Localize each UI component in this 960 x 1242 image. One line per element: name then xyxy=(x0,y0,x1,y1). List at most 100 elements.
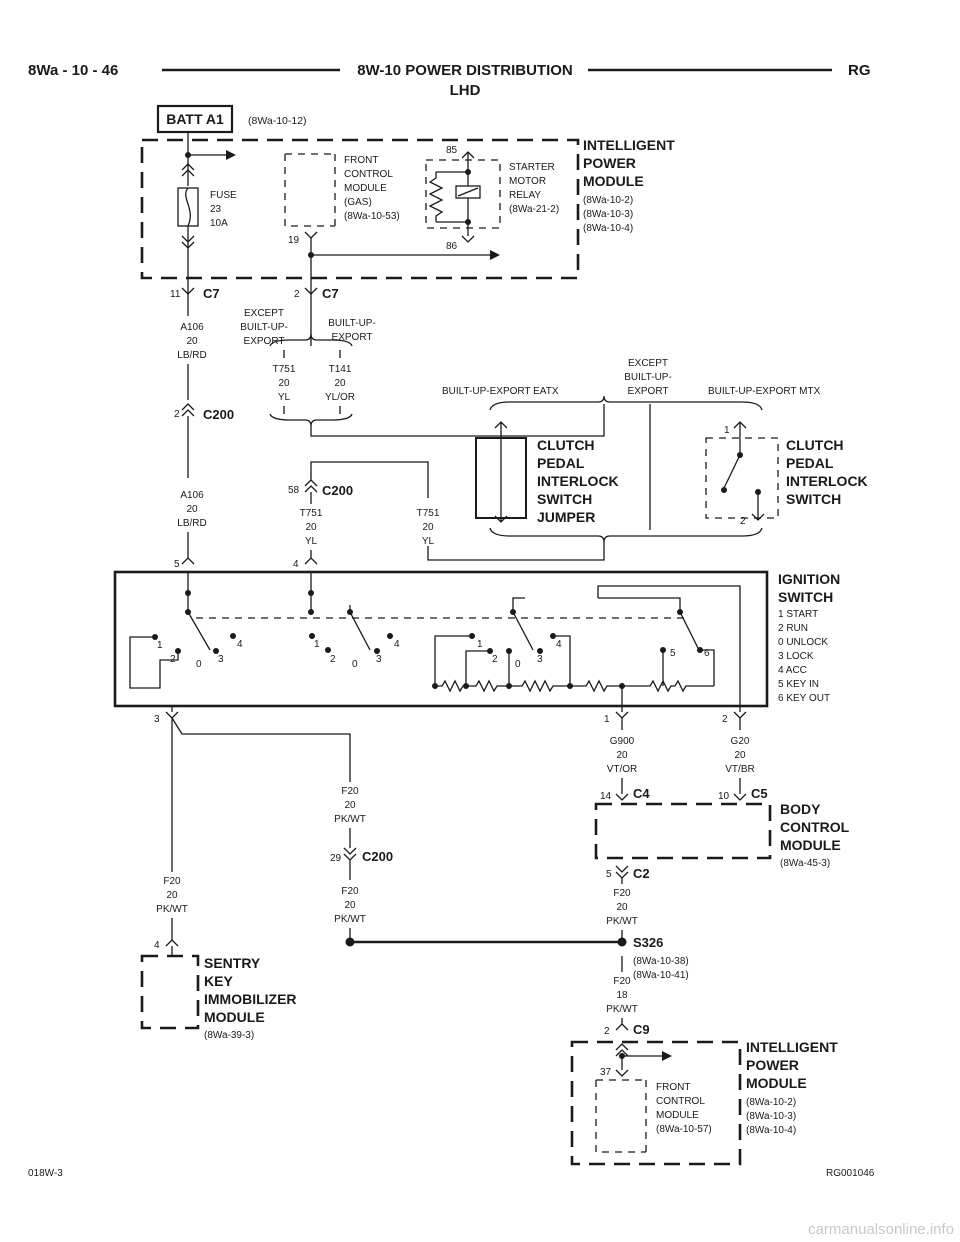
ign-pos-6: 6 xyxy=(704,648,710,659)
wire-f20-e-color: PK/WT xyxy=(606,1004,638,1015)
ign-legend-unlock: 0 UNLOCK xyxy=(778,637,828,648)
c7-pin-11: 11 xyxy=(170,289,181,300)
s326-label: S326 xyxy=(633,935,663,950)
bcm-c4-pin: 14 xyxy=(600,791,612,802)
ipm-bottom-ref-1: (8Wa-10-2) xyxy=(746,1097,796,1108)
ipm-top-ref-1: (8Wa-10-2) xyxy=(583,195,633,206)
ign-legend-key-in: 5 KEY IN xyxy=(778,679,819,690)
mtx-label: BUILT-UP-EXPORT MTX xyxy=(708,386,821,397)
wire-f20-d-code: F20 xyxy=(613,888,631,899)
jumper-name-2: PEDAL xyxy=(537,455,585,471)
wire-t751-b-code: T751 xyxy=(300,508,323,519)
ign-set3-pos-4: 4 xyxy=(556,639,562,650)
fcm-top-5: (8Wa-10-53) xyxy=(344,211,400,222)
cpis-pin-1: 1 xyxy=(724,425,730,436)
ipm-top: INTELLIGENT POWER MODULE (8Wa-10-2) (8Wa… xyxy=(140,132,675,296)
ign-legend-acc: 4 ACC xyxy=(778,665,807,676)
cpis-name-2: PEDAL xyxy=(786,455,834,471)
ign-set3-pos-2: 2 xyxy=(492,654,498,665)
ipm-top-name-2: POWER xyxy=(583,155,636,171)
watermark: carmanualsonline.info xyxy=(808,1221,954,1238)
fcm-bottom-3: MODULE xyxy=(656,1110,699,1121)
fcm-bottom-2: CONTROL xyxy=(656,1096,705,1107)
skim-ref: (8Wa-39-3) xyxy=(204,1030,254,1041)
page-number: 8Wa - 10 - 46 xyxy=(28,62,118,79)
connector-c7: 11 C7 2 C7 xyxy=(170,286,339,301)
c200-c-pin: 29 xyxy=(330,853,342,864)
ipm-bottom-ref-2: (8Wa-10-3) xyxy=(746,1111,796,1122)
wire-t751-c-color: YL xyxy=(422,536,435,547)
wire-t751-c-gauge: 20 xyxy=(422,522,434,533)
c9-label: C9 xyxy=(633,1022,650,1037)
except-2-line3: EXPORT xyxy=(628,386,669,397)
wire-f20-c-code: F20 xyxy=(163,876,181,887)
wire-a106-code: A106 xyxy=(180,322,204,333)
clutch-jumper: CLUTCH PEDAL INTERLOCK SWITCH JUMPER xyxy=(475,421,619,525)
wire-g900-color: VT/OR xyxy=(607,764,638,775)
except-1-line2: BUILT-UP- xyxy=(240,322,288,333)
bcm-c2-pin: 5 xyxy=(606,869,612,880)
skim-name-3: IMMOBILIZER xyxy=(204,991,297,1007)
relay-name-1: STARTER xyxy=(509,162,555,173)
c7-pin-2: 2 xyxy=(294,289,300,300)
fuse-rating: 10A xyxy=(210,218,228,229)
s326-ref-1: (8Wa-10-38) xyxy=(633,956,689,967)
fcm-bottom-ref: (8Wa-10-57) xyxy=(656,1124,712,1135)
builtup-line2: EXPORT xyxy=(332,332,373,343)
ipm-bottom-ref-3: (8Wa-10-4) xyxy=(746,1125,796,1136)
ipm-bottom-name-3: MODULE xyxy=(746,1075,807,1091)
ign-legend-lock: 3 LOCK xyxy=(778,651,814,662)
jumper-name-5: JUMPER xyxy=(537,509,595,525)
cpis-name-4: SWITCH xyxy=(786,491,841,507)
fcm-pin-19: 19 xyxy=(288,235,300,246)
ign-name-2: SWITCH xyxy=(778,589,833,605)
connector-c200-b: 58 C200 T751 20 YL T751 20 YL xyxy=(288,461,440,558)
page-header: 8Wa - 10 - 46 8W-10 POWER DISTRIBUTION L… xyxy=(28,62,871,99)
c200-b-label: C200 xyxy=(322,483,353,498)
bcm-c4-label: C4 xyxy=(633,786,650,801)
wire-t751-c-code: T751 xyxy=(417,508,440,519)
cpis-pin-2: 2 xyxy=(740,516,746,527)
ignition-switch: 5 4 IGNITION SWITCH 1 START 2 RUN 0 UNLO… xyxy=(113,557,840,725)
ign-pin-1: 1 xyxy=(604,714,610,725)
wire-g900-code: G900 xyxy=(610,736,635,747)
wire-g20-color: VT/BR xyxy=(725,764,754,775)
skim-name-1: SENTRY xyxy=(204,955,261,971)
builtup-line1: BUILT-UP- xyxy=(328,318,376,329)
c200-c-label: C200 xyxy=(362,849,393,864)
resistor-r5-icon xyxy=(622,679,714,693)
ipm-top-name-3: MODULE xyxy=(583,173,644,189)
except-2-line1: EXCEPT xyxy=(628,358,668,369)
option-branch-t751: EXCEPT BUILT-UP- EXPORT BUILT-UP- EXPORT… xyxy=(240,296,605,437)
batt-label: BATT A1 xyxy=(166,111,224,127)
bcm-c2-label: C2 xyxy=(633,866,650,881)
ign-pos-5: 5 xyxy=(670,648,676,659)
ign-legend-key-out: 6 KEY OUT xyxy=(778,693,830,704)
batt-ref: (8Wa-10-12) xyxy=(248,115,307,127)
s326-ref-2: (8Wa-10-41) xyxy=(633,970,689,981)
ign-set1-pos-0: 0 xyxy=(196,659,202,670)
jumper-name-3: INTERLOCK xyxy=(537,473,619,489)
ign-set2-pos-4: 4 xyxy=(394,639,400,650)
wire-f20-a-gauge: 20 xyxy=(344,800,356,811)
page-subtitle: LHD xyxy=(450,82,481,99)
wire-f20-a-code: F20 xyxy=(341,786,359,797)
c200-b-pin: 58 xyxy=(288,485,300,496)
skim-pin-4: 4 xyxy=(154,940,160,951)
ipm-top-ref-2: (8Wa-10-3) xyxy=(583,209,633,220)
wire-t141-code: T141 xyxy=(329,364,352,375)
wire-f20-a-color: PK/WT xyxy=(334,814,366,825)
relay-resistor-icon xyxy=(428,172,444,222)
section-code: RG xyxy=(848,62,871,79)
ign-set3-pos-3: 3 xyxy=(537,654,543,665)
ipm-top-name-1: INTELLIGENT xyxy=(583,137,675,153)
ign-pin-2: 2 xyxy=(722,714,728,725)
page-title: 8W-10 POWER DISTRIBUTION xyxy=(357,62,573,79)
cpis-name-3: INTERLOCK xyxy=(786,473,868,489)
c7-label-right: C7 xyxy=(322,286,339,301)
wire-a106-b-code: A106 xyxy=(180,490,204,501)
wire-f20-b-code: F20 xyxy=(341,886,359,897)
bcm-ref: (8Wa-45-3) xyxy=(780,858,830,869)
fuse-number: 23 xyxy=(210,204,222,215)
ign-pin-5: 5 xyxy=(174,559,180,570)
